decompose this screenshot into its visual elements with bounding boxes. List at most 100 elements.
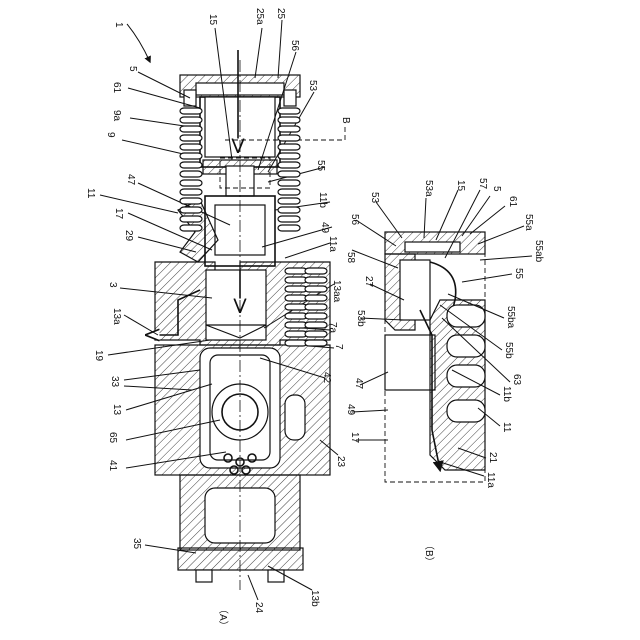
fin [278, 117, 300, 123]
label-3: 3 [107, 282, 118, 288]
b-label-55a: 55a [523, 214, 534, 231]
fin [180, 189, 202, 195]
fin [305, 286, 327, 292]
b-label-21: 21 [487, 452, 498, 464]
b-label-56: 56 [349, 214, 360, 226]
fin [278, 216, 300, 222]
b-label-53: 53 [369, 192, 380, 204]
fin [180, 216, 202, 222]
label-13b: 13b [309, 590, 320, 607]
fin [305, 322, 327, 328]
fin [180, 162, 202, 168]
label-9a: 9a [111, 110, 122, 122]
fin [180, 135, 202, 141]
b-label-61: 61 [507, 196, 518, 208]
fin [285, 340, 307, 346]
label-65: 65 [107, 432, 118, 444]
b-label-49: 49 [345, 404, 356, 416]
label-56: 56 [289, 40, 300, 52]
b-label-55ab: 55ab [533, 240, 544, 263]
fin [305, 304, 327, 310]
fin [180, 171, 202, 177]
fin [278, 189, 300, 195]
fin [278, 144, 300, 150]
b-piston [385, 335, 435, 390]
label-11: 11 [85, 188, 96, 199]
label-23: 23 [335, 456, 346, 468]
fin [278, 153, 300, 159]
fin [278, 180, 300, 186]
b-label-58: 58 [345, 252, 356, 264]
b-label-55b: 55b [503, 342, 514, 359]
fig-ref-leader [127, 24, 150, 62]
fin [278, 162, 300, 168]
fin [285, 277, 307, 283]
b-valve-chamber [400, 260, 430, 320]
fin [278, 171, 300, 177]
fin [278, 126, 300, 132]
side-vent [285, 395, 305, 440]
fin [180, 198, 202, 204]
fin [278, 225, 300, 231]
fin [180, 207, 202, 213]
b-label-47: 47 [353, 378, 364, 390]
fin [285, 304, 307, 310]
label-55: 55 [315, 160, 326, 172]
fin [305, 268, 327, 274]
b-label-27: 27 [363, 276, 374, 288]
b-label-17: 17 [349, 432, 360, 444]
b-label-57: 57 [477, 178, 488, 190]
label-13aa: 13aa [331, 280, 342, 303]
label-35: 35 [131, 538, 142, 550]
b-label-63: 63 [511, 374, 522, 386]
fin [180, 144, 202, 150]
b-label-11b: 11b [501, 386, 512, 402]
label-11b: 11b [317, 192, 328, 208]
b-label-55: 55 [513, 268, 524, 280]
label-b: B [340, 117, 351, 124]
b-label-5: 5 [491, 186, 502, 192]
label-15: 15 [207, 14, 218, 26]
fin [285, 286, 307, 292]
fin [180, 108, 202, 114]
b-label-15: 15 [455, 180, 466, 192]
fin [278, 108, 300, 114]
label-17: 17 [113, 208, 124, 220]
fin [278, 198, 300, 204]
fin [285, 268, 307, 274]
label-figure-number: 1 [113, 22, 124, 28]
fin [285, 295, 307, 301]
label-49: 49 [319, 222, 330, 234]
fin [305, 331, 327, 337]
b-label-53a: 53a [423, 180, 434, 197]
fin [305, 340, 327, 346]
label-7a: 7a [327, 322, 338, 334]
fin [285, 313, 307, 319]
fin [278, 135, 300, 141]
panel-b-drawing [385, 232, 485, 482]
panel-b-caption: （B） [423, 540, 435, 567]
label-41: 41 [107, 460, 118, 472]
cooling-fins-lower [285, 268, 327, 346]
label-9: 9 [105, 132, 116, 138]
fin [180, 180, 202, 186]
base-plate [178, 548, 303, 570]
label-24: 24 [253, 602, 264, 614]
label-5: 5 [127, 66, 138, 72]
label-11a: 11a [327, 236, 338, 252]
label-25a: 25a [254, 8, 265, 25]
label-25: 25 [275, 8, 286, 20]
b-label-11: 11 [501, 422, 512, 433]
label-13: 13 [111, 404, 122, 416]
label-61: 61 [111, 82, 122, 94]
panel-a-caption: （A） [217, 604, 229, 631]
fin [285, 331, 307, 337]
fin [305, 295, 327, 301]
fin [305, 277, 327, 283]
label-33: 33 [109, 376, 120, 388]
fin [285, 322, 307, 328]
fin [180, 117, 202, 123]
fin [305, 313, 327, 319]
